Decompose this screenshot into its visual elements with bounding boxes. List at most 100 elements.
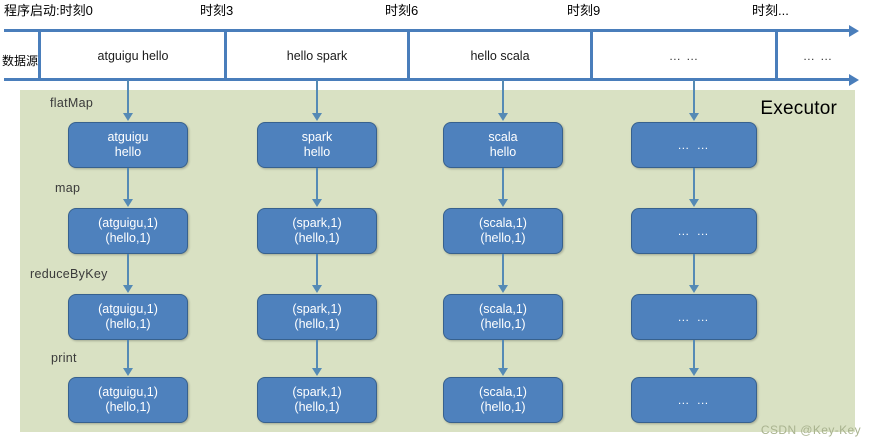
node-line-1: atguigu	[107, 130, 149, 144]
connector-line	[316, 254, 318, 285]
node-line-1: scala	[488, 130, 518, 144]
node-line-1: (scala,1)	[479, 302, 527, 316]
connector-line	[127, 168, 129, 199]
node-box: (scala,1) (hello,1)	[443, 377, 563, 423]
node-line-2: (hello,1)	[480, 231, 526, 245]
node-box: (spark,1) (hello,1)	[257, 208, 377, 254]
node-line-2: (hello,1)	[294, 231, 340, 245]
connector-arrow-icon	[498, 285, 508, 293]
connector-arrow-icon	[498, 113, 508, 121]
timeline-axis-bottom-arrow-icon	[849, 74, 859, 86]
connector-line	[693, 168, 695, 199]
connector-arrow-icon	[312, 113, 322, 121]
connector-line	[316, 340, 318, 369]
connector-arrow-icon	[123, 368, 133, 376]
timeline-tick-label: 时刻3	[200, 3, 234, 18]
connector-line	[502, 168, 504, 199]
node-box: (atguigu,1) (hello,1)	[68, 294, 188, 340]
datasource-cell: hello spark	[286, 48, 348, 63]
stage-label-flatmap: flatMap	[50, 96, 94, 110]
node-line-1: … …	[677, 309, 711, 324]
node-line-2: hello	[114, 145, 142, 159]
node-line-1: (scala,1)	[479, 216, 527, 230]
connector-line	[316, 168, 318, 199]
connector-line	[127, 254, 129, 285]
datasource-cell: … …	[668, 48, 700, 63]
connector-arrow-icon	[312, 199, 322, 207]
stage-label-print: print	[51, 351, 77, 365]
node-box: atguigu hello	[68, 122, 188, 168]
node-line-1: (atguigu,1)	[98, 302, 158, 316]
node-line-2: hello	[489, 145, 517, 159]
connector-arrow-icon	[498, 368, 508, 376]
connector-line	[502, 340, 504, 369]
node-box: (scala,1) (hello,1)	[443, 208, 563, 254]
node-line-1: spark	[301, 130, 333, 144]
node-box: … …	[631, 377, 757, 423]
node-line-1: (spark,1)	[292, 385, 342, 399]
connector-arrow-icon	[312, 285, 322, 293]
datasource-separator	[38, 31, 41, 80]
datasource-separator	[590, 31, 593, 80]
node-box: (atguigu,1) (hello,1)	[68, 377, 188, 423]
datasource-separator	[407, 31, 410, 80]
connector-arrow-icon	[312, 368, 322, 376]
connector-arrow-icon	[498, 199, 508, 207]
node-line-1: … …	[677, 392, 711, 407]
connector-line	[502, 80, 504, 113]
datasource-cell: atguigu hello	[97, 48, 169, 63]
connector-arrow-icon	[123, 113, 133, 121]
node-line-2: (hello,1)	[480, 317, 526, 331]
timeline-axis-bottom	[4, 78, 850, 81]
node-box: (spark,1) (hello,1)	[257, 377, 377, 423]
connector-line	[693, 254, 695, 285]
node-box: spark hello	[257, 122, 377, 168]
connector-line	[502, 254, 504, 285]
node-box: … …	[631, 208, 757, 254]
node-line-1: (atguigu,1)	[98, 216, 158, 230]
node-box: … …	[631, 294, 757, 340]
node-line-1: (spark,1)	[292, 302, 342, 316]
timeline-tick-label: 程序启动:时刻0	[4, 3, 93, 18]
timeline-tick-label: 时刻6	[385, 3, 419, 18]
datasource-label: 数据源	[2, 54, 39, 68]
datasource-separator	[224, 31, 227, 80]
connector-line	[693, 80, 695, 113]
node-box: … …	[631, 122, 757, 168]
datasource-separator	[775, 31, 778, 80]
connector-arrow-icon	[689, 113, 699, 121]
stage-label-map: map	[55, 181, 81, 195]
connector-arrow-icon	[689, 368, 699, 376]
connector-line	[127, 340, 129, 369]
connector-line	[693, 340, 695, 369]
timeline-tick-label: 时刻9	[567, 3, 601, 18]
connector-arrow-icon	[689, 285, 699, 293]
node-line-2: (hello,1)	[105, 231, 151, 245]
node-line-1: (spark,1)	[292, 216, 342, 230]
node-line-2: (hello,1)	[294, 317, 340, 331]
node-line-1: … …	[677, 223, 711, 238]
node-line-1: (atguigu,1)	[98, 385, 158, 399]
watermark: CSDN @Key-Key	[760, 423, 861, 437]
connector-arrow-icon	[123, 285, 133, 293]
timeline-axis-top	[4, 29, 850, 32]
node-line-2: (hello,1)	[294, 400, 340, 414]
executor-title: Executor	[760, 98, 837, 119]
timeline-tick-label: 时刻...	[752, 3, 789, 18]
connector-arrow-icon	[689, 199, 699, 207]
node-box: (spark,1) (hello,1)	[257, 294, 377, 340]
node-line-2: hello	[303, 145, 331, 159]
stage-label-reducebykey: reduceByKey	[30, 267, 108, 281]
node-line-2: (hello,1)	[105, 317, 151, 331]
node-line-2: (hello,1)	[480, 400, 526, 414]
node-line-1: (scala,1)	[479, 385, 527, 399]
datasource-cell: … …	[802, 48, 834, 63]
node-box: (atguigu,1) (hello,1)	[68, 208, 188, 254]
connector-line	[127, 80, 129, 113]
node-box: scala hello	[443, 122, 563, 168]
connector-arrow-icon	[123, 199, 133, 207]
node-box: (scala,1) (hello,1)	[443, 294, 563, 340]
timeline-axis-top-arrow-icon	[849, 25, 859, 37]
node-line-2: (hello,1)	[105, 400, 151, 414]
